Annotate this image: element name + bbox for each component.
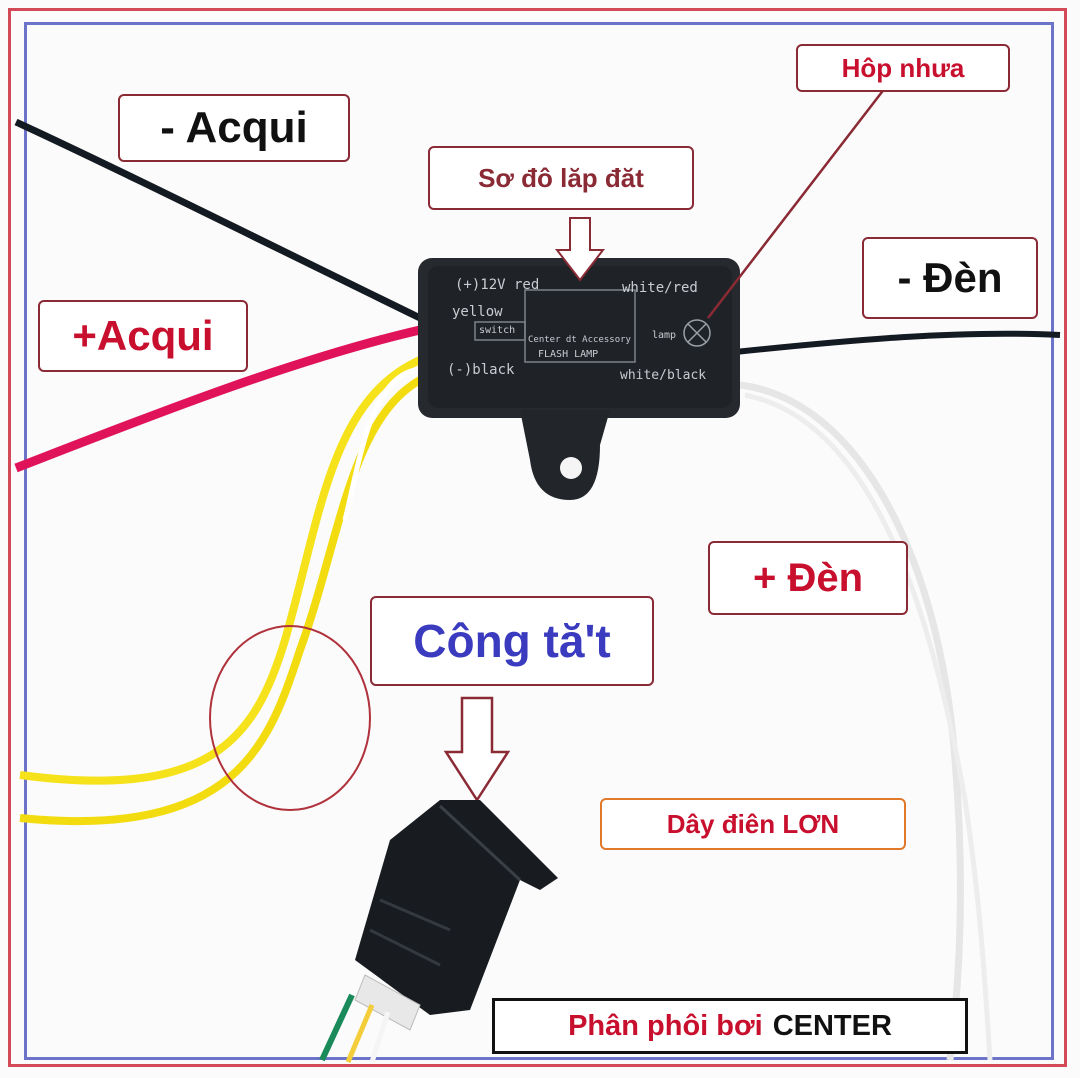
yellow-wire-1 — [19, 356, 422, 785]
label-large-wire: Dây điên LƠN — [600, 798, 906, 850]
switch-body — [319, 800, 558, 1063]
print-12v-red: (+)12V red — [455, 277, 540, 293]
print-white-red: white/red — [622, 280, 698, 296]
print-white-black: white/black — [620, 368, 707, 383]
label-plus-acqui: +Acqui — [38, 300, 248, 372]
label-minus-acqui: - Acqui — [118, 94, 350, 162]
flash-module-box — [418, 258, 740, 500]
print-lamp: lamp — [652, 330, 677, 341]
print-black: (-)black — [447, 362, 515, 378]
label-plus-lamp: + Đèn — [708, 541, 908, 615]
credit-box: Phân phôi bơi CENTER — [492, 998, 968, 1054]
credit-prefix: Phân phôi bơi — [568, 1009, 763, 1042]
down-arrow-switch — [443, 696, 511, 803]
credit-brand: CENTER — [772, 1009, 892, 1042]
outer-frame — [8, 8, 1067, 1067]
print-yellow: yellow — [452, 304, 503, 320]
label-install-diagram: Sơ đô lăp đăt — [428, 146, 694, 210]
label-switch: Công tă't — [370, 596, 654, 686]
down-arrow-diagram — [554, 217, 606, 282]
clear-lamp-wire — [739, 381, 964, 1061]
label-plastic-box: Hôp nhưa — [796, 44, 1010, 92]
black-battery-wire — [14, 118, 422, 322]
inner-frame — [24, 22, 1054, 1060]
black-lamp-wire — [734, 330, 1061, 355]
print-switch: switch — [479, 325, 516, 336]
highlight-circle — [209, 625, 371, 811]
yellow-wire-2 — [19, 376, 423, 826]
red-battery-wire — [14, 325, 422, 473]
label-minus-lamp: - Đèn — [862, 237, 1038, 319]
pointer-line — [707, 87, 886, 319]
print-center-accessory: Center dt Accessory — [528, 335, 631, 345]
print-flash-lamp: FLASH LAMP — [538, 349, 599, 360]
